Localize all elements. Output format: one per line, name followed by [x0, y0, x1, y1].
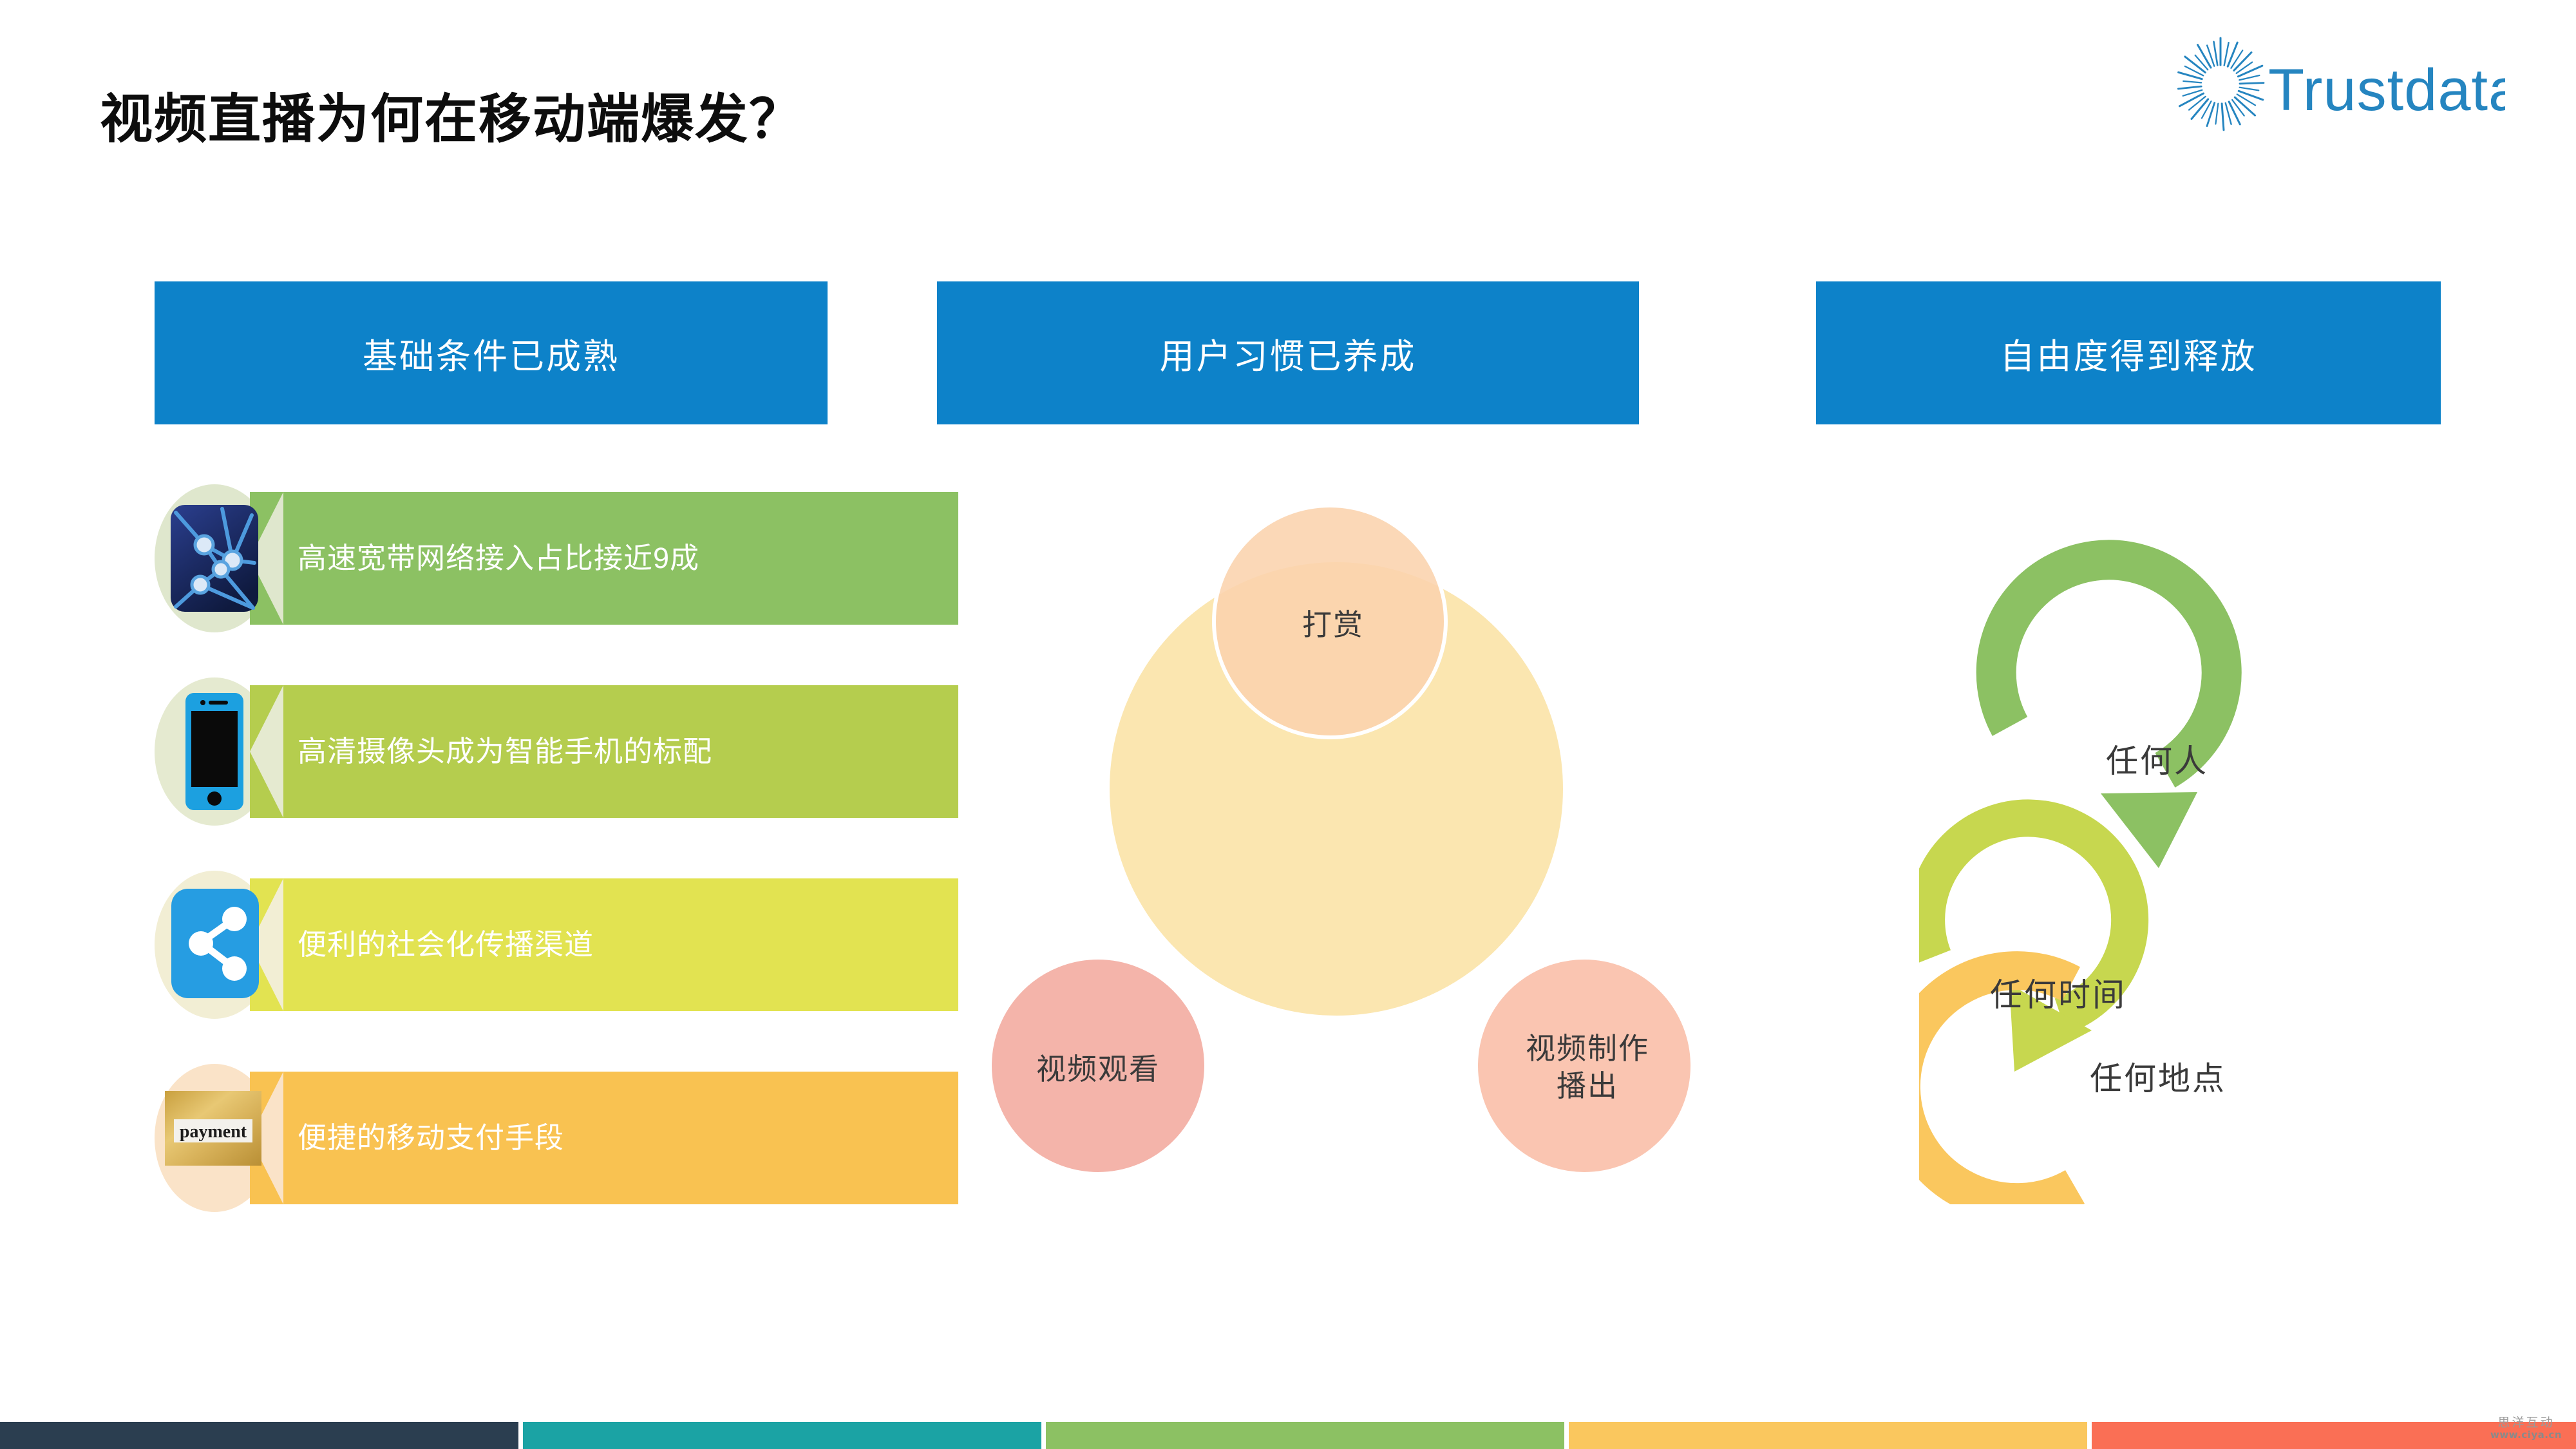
venn-circle-bottom-left	[988, 956, 1208, 1176]
column-header-freedom: 自由度得到释放	[1816, 281, 2441, 424]
payment-photo-icon: payment	[165, 1091, 261, 1166]
svg-text:payment: payment	[180, 1122, 247, 1142]
column-header-foundation: 基础条件已成熟	[155, 281, 828, 424]
feature-label: 便利的社会化传播渠道	[298, 927, 594, 961]
cycle-label-anyone: 任何人	[2106, 743, 2208, 779]
column-header-label: 基础条件已成熟	[363, 337, 620, 376]
feature-label: 高清摄像头成为智能手机的标配	[298, 734, 713, 768]
svg-text:Trustdata: Trustdata	[2268, 57, 2505, 123]
cycle-ring-anyone	[1976, 540, 2242, 868]
feature-row: payment 便捷的移动支付手段	[155, 1064, 958, 1212]
column-header-habits: 用户习惯已养成	[937, 281, 1639, 424]
page-title: 视频直播为何在移动端爆发？	[100, 90, 804, 149]
network-nodes-icon	[171, 505, 258, 612]
venn-label-bottom-right: 视频制作 播出	[1497, 1030, 1678, 1104]
feature-bar	[250, 685, 958, 818]
cycle-ring-anywhere	[1919, 951, 2085, 1204]
feature-row: 高清摄像头成为智能手机的标配	[155, 677, 958, 826]
column-header-label: 自由度得到释放	[2000, 337, 2257, 376]
cycle-label-anywhere: 任何地点	[2090, 1061, 2226, 1097]
venn-circle-bottom-right	[1474, 956, 1694, 1176]
footer-bar-3	[1046, 1422, 1564, 1449]
cycle-ring-anytime	[1919, 799, 2149, 1072]
venn-label-top: 打赏	[1302, 608, 1364, 641]
feature-bar	[250, 878, 958, 1011]
venn-diagram: 打赏 视频观看 视频制作 播出	[895, 464, 1745, 1185]
feature-bar	[250, 1072, 958, 1204]
venn-label-bottom-right-line2: 播出	[1557, 1068, 1618, 1103]
feature-bar	[250, 492, 958, 625]
feature-label: 便捷的移动支付手段	[298, 1121, 565, 1154]
trustdata-logo: Trustdata	[2170, 29, 2505, 142]
venn-circle-top	[1212, 504, 1448, 739]
feature-label: 高速宽带网络接入占比接近9成	[298, 541, 700, 574]
footer-bar-4	[1569, 1422, 2087, 1449]
feature-row: 便利的社会化传播渠道	[155, 871, 958, 1019]
footer-bar-1	[0, 1422, 518, 1449]
cycle-label-anytime: 任何时间	[1990, 977, 2126, 1013]
venn-label-bottom-right-line1: 视频制作	[1526, 1032, 1649, 1065]
footer-bar-2	[523, 1422, 1041, 1449]
watermark: 思洋互动 www.ciya.cn	[2490, 1415, 2562, 1441]
feature-row: 高速宽带网络接入占比接近9成	[155, 484, 958, 632]
smartphone-icon	[184, 692, 245, 811]
share-icon	[171, 889, 259, 998]
watermark-name: 思洋互动	[2497, 1415, 2555, 1430]
column-header-label: 用户习惯已养成	[1159, 337, 1417, 376]
cycle-diagram: 任何人 任何时间 任何地点	[1919, 489, 2409, 1204]
venn-label-bottom-left: 视频观看	[1036, 1052, 1160, 1086]
watermark-url: www.ciya.cn	[2490, 1428, 2562, 1441]
footer-bar-5	[2092, 1422, 2576, 1449]
